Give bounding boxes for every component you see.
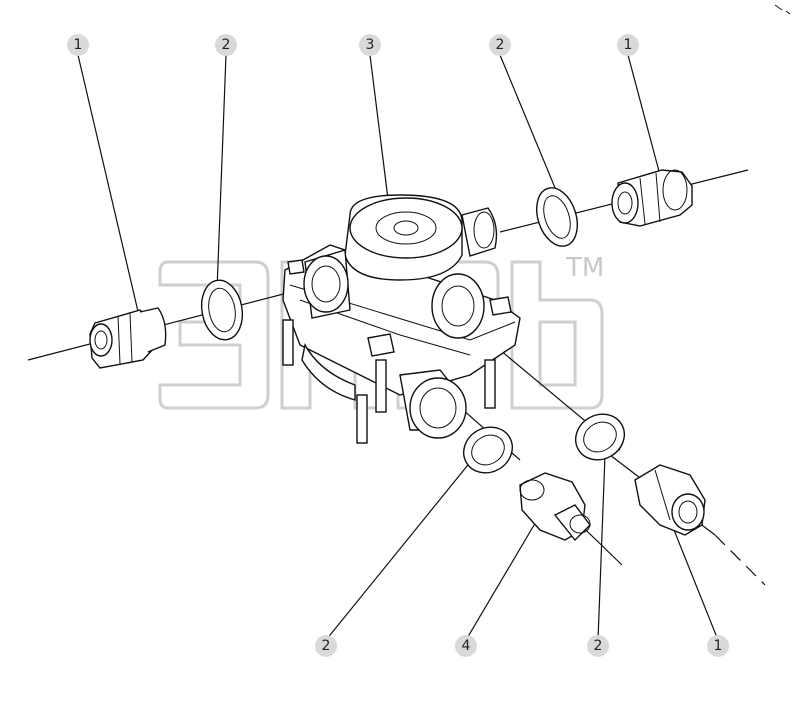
callout-label: 3 [366,37,375,53]
upper-right-union-fitting [611,169,693,227]
upper-right-gasket [535,187,579,247]
callout-2-top-left: 2 [215,34,237,56]
callout-label: 1 [74,37,83,53]
lower-right-union-fitting [634,464,706,536]
lower-right-gasket [575,413,625,461]
callout-1-bottom-right: 1 [707,635,729,657]
trademark-label: TM [565,253,604,283]
callout-4-bottom: 4 [455,635,477,657]
left-gasket [200,279,244,341]
callout-label: 1 [714,638,723,654]
callout-label: 1 [624,37,633,53]
callout-label: 2 [594,638,603,654]
leader-lines [77,54,719,641]
callout-1-top-right: 1 [617,34,639,56]
lower-straight-fitting [519,472,591,542]
callout-label: 2 [222,37,231,53]
lower-left-gasket [463,426,513,474]
callout-label: 4 [462,638,471,654]
callout-2-bottom-left: 2 [315,635,337,657]
callout-label: 2 [496,37,505,53]
relay-valve-body [282,194,521,444]
callout-3-top: 3 [359,34,381,56]
callout-1-top-left: 1 [67,34,89,56]
callout-2-top-right: 2 [489,34,511,56]
left-union-fitting [89,307,167,369]
corner-mark [774,4,791,15]
callout-label: 2 [322,638,331,654]
callout-2-bottom-right: 2 [587,635,609,657]
